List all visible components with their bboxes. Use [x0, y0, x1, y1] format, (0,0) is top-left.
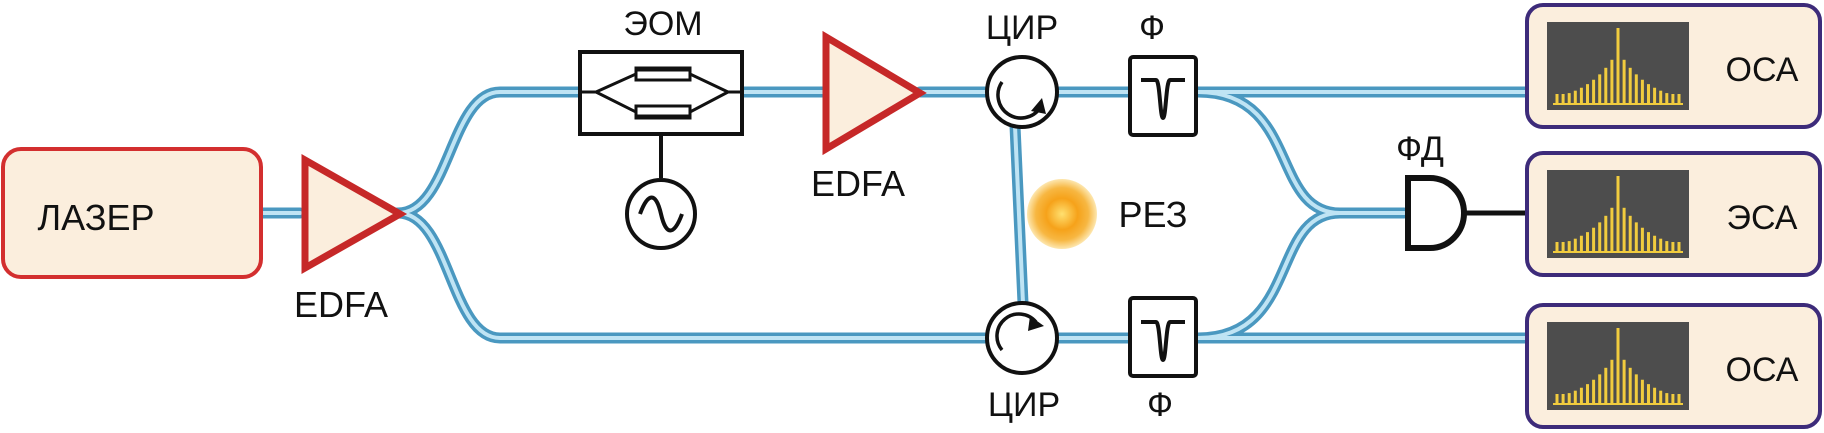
- sine-wave-generator-icon: [625, 178, 697, 250]
- fiber-split-lower: [392, 207, 994, 344]
- circular-arrow-icon: [995, 312, 1044, 352]
- circular-arrow-icon: [996, 81, 1046, 120]
- resonator[interactable]: РЕЗ: [1027, 179, 1187, 249]
- eom-label: ЭОМ: [623, 5, 702, 43]
- fiber-network: [256, 86, 1534, 344]
- analyzer-osa-bottom[interactable]: ОСА: [1525, 303, 1822, 429]
- photodiode[interactable]: ФД: [1396, 130, 1528, 251]
- circulator-bottom[interactable]: ЦИР: [985, 301, 1060, 424]
- analyzer-osa-top[interactable]: ОСА: [1525, 3, 1822, 129]
- spectrum-display-icon: [1547, 322, 1689, 410]
- edfa-amplifier-2[interactable]: EDFA: [811, 30, 927, 204]
- laser-label: ЛАЗЕР: [38, 197, 155, 238]
- notch-filter-icon: [1141, 320, 1185, 363]
- analyzer-esa[interactable]: ЭСА: [1525, 151, 1822, 277]
- fiber-bottom-to-pd: [1192, 207, 1346, 344]
- analyzer-esa-label: ЭСА: [1727, 199, 1798, 237]
- filter-top[interactable]: Ф: [1128, 9, 1198, 137]
- resonator-label: РЕЗ: [1119, 194, 1188, 235]
- laser-block[interactable]: ЛАЗЕР: [1, 147, 263, 279]
- notch-filter-icon: [1141, 78, 1185, 121]
- edfa-2-label: EDFA: [811, 163, 905, 204]
- fiber-split-upper: [392, 86, 586, 219]
- resonator-sphere: [1027, 179, 1097, 249]
- filter-bottom[interactable]: Ф: [1128, 296, 1198, 424]
- circulator-bottom-label: ЦИР: [988, 386, 1060, 424]
- analyzer-osa-top-label: ОСА: [1726, 51, 1799, 89]
- analyzer-group: ОСА ЭСА ОСА: [1525, 3, 1822, 429]
- photodiode-label: ФД: [1396, 130, 1444, 168]
- circulator-top-label: ЦИР: [986, 9, 1058, 47]
- edfa-amplifier-1[interactable]: EDFA: [294, 153, 408, 325]
- spectrum-display-icon: [1547, 170, 1689, 258]
- filter-bottom-label: Ф: [1147, 386, 1173, 424]
- circulator-top[interactable]: ЦИР: [985, 9, 1059, 129]
- filter-top-label: Ф: [1139, 9, 1165, 47]
- spectrum-display-icon: [1547, 22, 1689, 110]
- eom-modulator[interactable]: ЭОМ: [578, 5, 744, 250]
- edfa-1-label: EDFA: [294, 284, 388, 325]
- mach-zehnder-waveguides: [582, 66, 740, 120]
- analyzer-osa-bottom-label: ОСА: [1726, 351, 1799, 389]
